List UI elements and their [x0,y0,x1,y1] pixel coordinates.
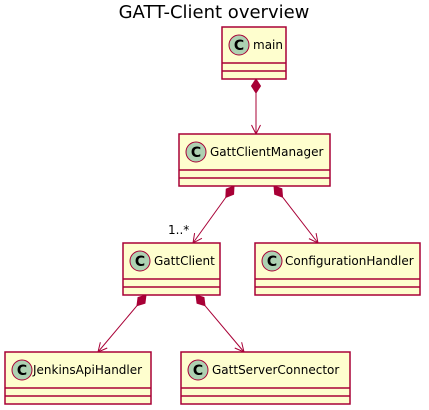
class-stereotype-icon [11,359,33,381]
relation-line [97,305,138,353]
class-name: JenkinsApiHandler [32,363,142,377]
relation-client-server [195,294,245,353]
composition-diamond [273,185,284,198]
relation-line [282,196,319,244]
diagram-title: GATT-Client overview [119,2,310,23]
class-name: GattClientManager [210,145,323,159]
composition-diamond [225,185,235,199]
relation-line [204,305,245,353]
class-configuration-handler[interactable]: C ConfigurationHandler [254,242,421,296]
class-stereotype-icon [228,34,250,56]
class-stereotype-letter: C [234,38,244,54]
class-stereotype-letter: C [191,145,201,161]
class-stereotype-letter: C [267,254,277,270]
class-gatt-client[interactable]: C GattClient [122,242,221,296]
class-name: GattServerConnector [212,363,339,377]
class-jenkins-api-handler[interactable]: C JenkinsApiHandler [4,351,152,405]
relation-client-jenkins [97,294,147,353]
class-stereotype-letter: C [17,363,27,379]
class-name: ConfigurationHandler [285,254,414,268]
class-main[interactable]: C main [221,26,287,80]
class-stereotype-letter: C [135,254,145,270]
composition-diamond [250,78,262,94]
class-name: main [253,38,283,52]
relation-main-manager [250,78,262,136]
composition-diamond [195,294,206,307]
class-stereotype-letter: C [193,363,203,379]
class-name: GattClient [154,254,215,268]
class-stereotype-icon [129,250,151,272]
class-stereotype-icon [187,359,209,381]
class-gatt-client-manager[interactable]: C GattClientManager [178,133,331,187]
relations: 1..* [97,78,319,353]
relation-manager-config [273,185,319,244]
class-stereotype-icon [261,250,283,272]
class-stereotype-icon [185,141,207,163]
relation-line [192,197,227,244]
multiplicity-label: 1..* [168,223,189,237]
composition-diamond [136,294,147,307]
class-gatt-server-connector[interactable]: C GattServerConnector [180,351,351,405]
relation-manager-client: 1..* [168,185,235,244]
